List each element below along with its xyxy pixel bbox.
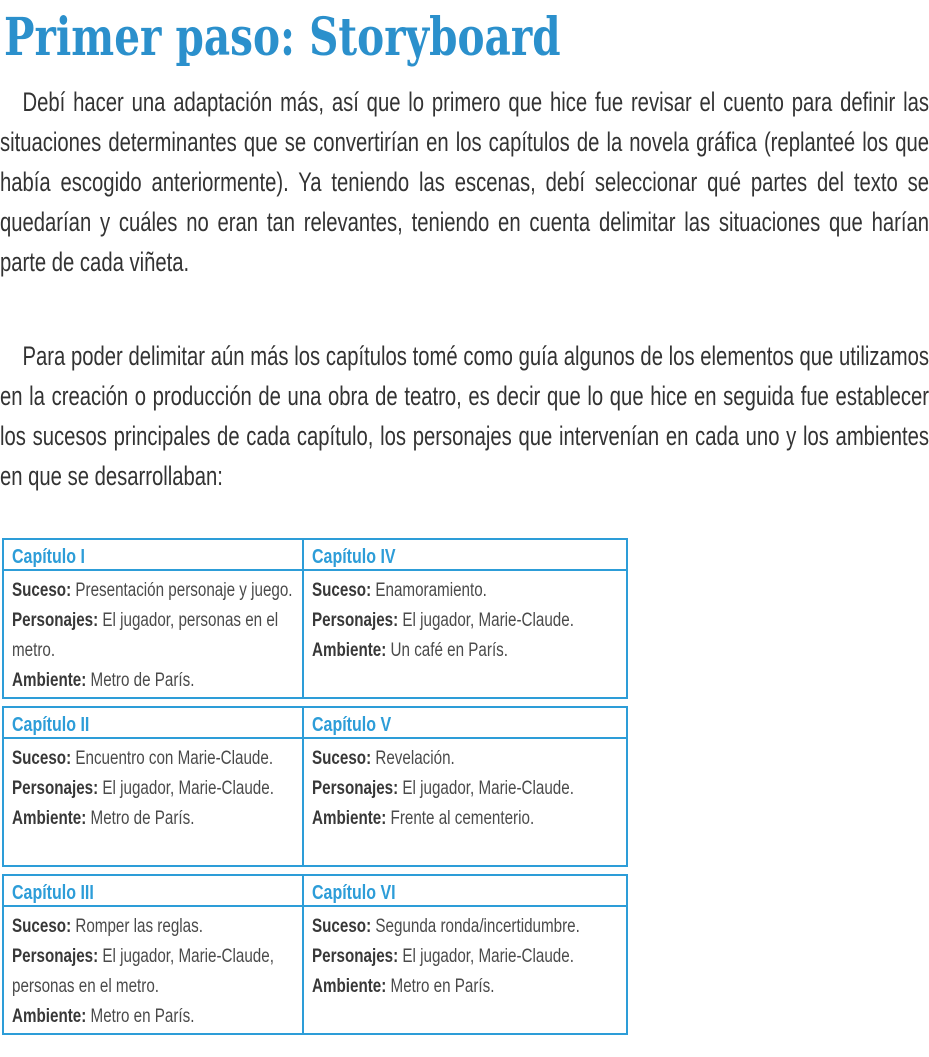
entry-label: Ambiente: (12, 1006, 87, 1027)
entry-label: Suceso: (312, 748, 372, 769)
entry-value: Un café en París. (390, 640, 508, 661)
chapter-title: Capítulo V (312, 714, 392, 736)
chapter-section-6: Capítulo VI Suceso: Segunda ronda/incert… (302, 874, 628, 1035)
chapter-entry: Suceso: Enamoramiento. (312, 576, 618, 606)
entry-value: Enamoramiento. (375, 580, 487, 601)
chapter-entry: Ambiente: Un café en París. (312, 636, 618, 666)
entry-label: Personajes: (312, 778, 399, 799)
entry-label: Ambiente: (12, 808, 87, 829)
chapter-body: Suceso: Encuentro con Marie-Claude. Pers… (2, 739, 304, 867)
entry-value: Encuentro con Marie-Claude. (75, 748, 274, 769)
entry-label: Ambiente: (312, 808, 387, 829)
entry-value: Metro en París. (90, 1006, 195, 1027)
chapter-title: Capítulo IV (312, 546, 396, 568)
chapter-entry: Personajes: El jugador, Marie-Claude. (312, 942, 618, 972)
chapter-header: Capítulo III (2, 874, 304, 907)
entry-label: Personajes: (12, 946, 99, 967)
chapter-entry: Personajes: El jugador, personas en el m… (12, 606, 294, 666)
chapter-entry: Ambiente: Metro en París. (12, 1002, 294, 1032)
entry-value: Revelación. (375, 748, 455, 769)
chapter-entry: Ambiente: Metro en París. (312, 972, 618, 1002)
chapter-section-5: Capítulo V Suceso: Revelación. Personaje… (302, 706, 628, 867)
chapter-entry: Ambiente: Frente al cementerio. (312, 804, 618, 834)
entry-value: Presentación personaje y juego. (75, 580, 293, 601)
entry-label: Ambiente: (12, 670, 87, 691)
entry-label: Ambiente: (312, 640, 387, 661)
chapter-entry: Personajes: El jugador, Marie-Claude. (312, 774, 618, 804)
chapter-body-text: Suceso: Revelación. Personajes: El jugad… (312, 744, 618, 834)
chapter-table: Capítulo I Suceso: Presentación personaj… (2, 538, 628, 1035)
chapter-title: Capítulo VI (312, 882, 396, 904)
chapter-body-text: Suceso: Romper las reglas. Personajes: E… (12, 912, 294, 1032)
chapter-section-2: Capítulo II Suceso: Encuentro con Marie-… (2, 706, 304, 867)
entry-value: Metro de París. (90, 808, 195, 829)
entry-value: Segunda ronda/incertidumbre. (375, 916, 580, 937)
entry-value: El jugador, Marie-Claude. (402, 778, 574, 799)
chapter-section-3: Capítulo III Suceso: Romper las reglas. … (2, 874, 304, 1035)
chapter-entry: Suceso: Romper las reglas. (12, 912, 294, 942)
entry-value: Romper las reglas. (75, 916, 203, 937)
entry-label: Suceso: (312, 916, 372, 937)
chapter-entry: Ambiente: Metro de París. (12, 804, 294, 834)
intro-paragraph: Debí hacer una adaptación más, así que l… (0, 87, 929, 277)
chapter-entry: Personajes: El jugador, Marie-Claude. (312, 606, 618, 636)
chapter-body: Suceso: Romper las reglas. Personajes: E… (2, 907, 304, 1035)
chapter-body-text: Suceso: Presentación personaje y juego. … (12, 576, 294, 696)
method-paragraph: Para poder delimitar aún más los capítul… (0, 341, 929, 491)
entry-label: Suceso: (312, 580, 372, 601)
entry-label: Personajes: (312, 610, 399, 631)
chapter-entry: Personajes: El jugador, Marie-Claude. (12, 774, 294, 804)
chapter-section-1: Capítulo I Suceso: Presentación personaj… (2, 538, 304, 699)
chapter-body-text: Suceso: Enamoramiento. Personajes: El ju… (312, 576, 618, 666)
chapter-entry: Suceso: Segunda ronda/incertidumbre. (312, 912, 618, 942)
chapter-title: Capítulo III (12, 882, 94, 904)
chapter-body: Suceso: Segunda ronda/incertidumbre. Per… (302, 907, 628, 1035)
entry-label: Personajes: (312, 946, 399, 967)
entry-label: Suceso: (12, 748, 72, 769)
entry-label: Ambiente: (312, 976, 387, 997)
entry-value: Frente al cementerio. (390, 808, 535, 829)
chapter-header: Capítulo II (2, 706, 304, 739)
chapter-entry: Personajes: El jugador, Marie-Claude, pe… (12, 942, 294, 1002)
chapter-entry: Suceso: Revelación. (312, 744, 618, 774)
entry-label: Suceso: (12, 916, 72, 937)
entry-value: El jugador, Marie-Claude. (402, 610, 574, 631)
entry-label: Personajes: (12, 610, 99, 631)
chapter-header: Capítulo VI (302, 874, 628, 907)
chapter-section-4: Capítulo IV Suceso: Enamoramiento. Perso… (302, 538, 628, 699)
entry-value: Metro en París. (390, 976, 495, 997)
chapter-title: Capítulo II (12, 714, 90, 736)
chapter-header: Capítulo IV (302, 538, 628, 571)
entry-value: El jugador, Marie-Claude. (402, 946, 574, 967)
chapter-entry: Suceso: Encuentro con Marie-Claude. (12, 744, 294, 774)
chapter-body-text: Suceso: Encuentro con Marie-Claude. Pers… (12, 744, 294, 834)
entry-value: El jugador, Marie-Claude. (102, 778, 274, 799)
entry-value: El jugador, Marie-Claude, personas en el… (12, 946, 274, 997)
chapter-entry: Ambiente: Metro de París. (12, 666, 294, 696)
chapter-body-text: Suceso: Segunda ronda/incertidumbre. Per… (312, 912, 618, 1002)
chapter-body: Suceso: Enamoramiento. Personajes: El ju… (302, 571, 628, 699)
chapter-entry: Suceso: Presentación personaje y juego. (12, 576, 294, 606)
entry-value: El jugador, personas en el metro. (12, 610, 279, 661)
page-title: Primer paso: Storyboard (4, 7, 561, 68)
entry-value: Metro de París. (90, 670, 195, 691)
entry-label: Personajes: (12, 778, 99, 799)
chapter-header: Capítulo V (302, 706, 628, 739)
chapter-body: Suceso: Presentación personaje y juego. … (2, 571, 304, 699)
chapter-body: Suceso: Revelación. Personajes: El jugad… (302, 739, 628, 867)
chapter-title: Capítulo I (12, 546, 85, 568)
entry-label: Suceso: (12, 580, 72, 601)
chapter-header: Capítulo I (2, 538, 304, 571)
